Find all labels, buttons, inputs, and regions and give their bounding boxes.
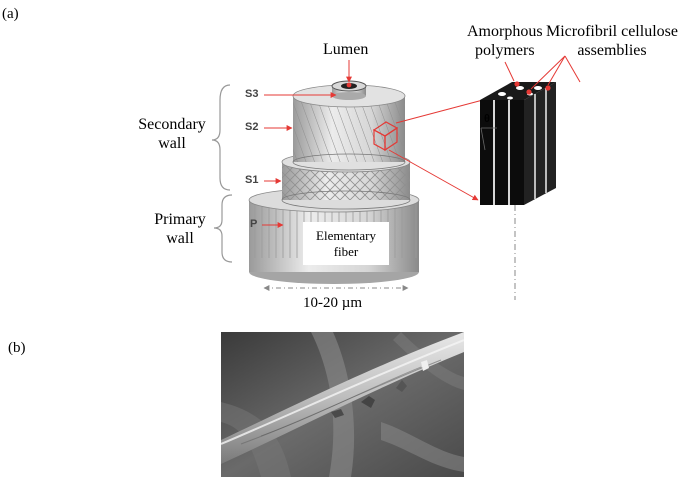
panel-label-b: (b) (8, 340, 26, 356)
secondary-label-line2: wall (158, 135, 186, 152)
elementary-fiber-box (303, 222, 389, 265)
panel-label-a: (a) (2, 6, 19, 22)
secondary-wall-brace (211, 84, 231, 191)
width-label: 10-20 µm (303, 295, 363, 311)
lumen-tube (331, 80, 367, 100)
selection-cube (372, 121, 399, 152)
s1-label: S1 (245, 174, 259, 186)
amorphous-polymers-label: Amorphous polymers (467, 22, 543, 60)
s2-label: S2 (245, 121, 259, 133)
primary-wall-label: Primary wall (148, 210, 212, 248)
amorphous-pointer (504, 61, 515, 82)
secondary-label-line1: Secondary (138, 116, 206, 133)
microfibril-label: Microfibril cellulose assemblies (546, 22, 678, 60)
microfibril-pointer-1 (530, 55, 566, 90)
primary-label-line1: Primary (154, 211, 206, 228)
amorphous-label-line2: polymers (475, 42, 535, 59)
lumen-label: Lumen (323, 41, 369, 58)
s3-label: S3 (245, 88, 259, 100)
microfibril-pointer-2 (547, 55, 566, 86)
elementary-label-line2: fiber (333, 244, 359, 259)
microfibril-label-line2: assemblies (577, 42, 647, 59)
sem-micrograph (221, 332, 464, 477)
p-label: P (250, 218, 258, 230)
secondary-wall-label: Secondary wall (137, 115, 207, 153)
microfibril-label-line1: Microfibril cellulose (546, 23, 678, 40)
zoom-line-bottom (388, 149, 479, 201)
theta-label: θ (484, 113, 490, 125)
amorphous-label-line1: Amorphous (467, 23, 543, 40)
primary-wall-brace (213, 194, 233, 263)
microfibril-pointer-3 (564, 55, 581, 83)
microfibril-block (480, 81, 556, 205)
primary-label-line2: wall (166, 230, 194, 247)
elementary-label-line1: Elementary (316, 228, 376, 243)
elementary-fiber-label: Elementary fiber (303, 228, 389, 260)
theta-angle-line (480, 127, 486, 151)
